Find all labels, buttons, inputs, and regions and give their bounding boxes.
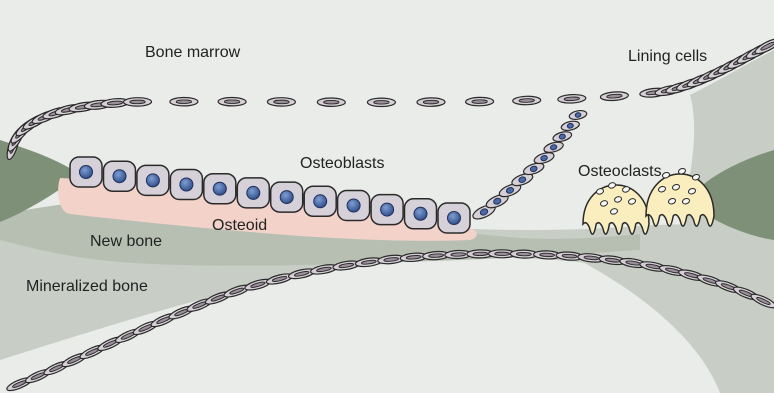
label-new-bone: New bone bbox=[90, 233, 162, 250]
label-bone-marrow: Bone marrow bbox=[145, 44, 241, 61]
osteoblast-cell bbox=[438, 203, 470, 233]
lining-cell bbox=[123, 98, 151, 107]
lining-cell bbox=[513, 96, 541, 105]
label-lining-cells: Lining cells bbox=[628, 48, 707, 65]
osteoblast-cell bbox=[338, 191, 370, 221]
lining-cell bbox=[466, 97, 494, 106]
lining-cell bbox=[417, 98, 445, 107]
label-osteoclasts: Osteoclasts bbox=[578, 163, 662, 180]
osteoblast-cell bbox=[271, 182, 303, 212]
osteoblast-cell bbox=[137, 165, 169, 195]
label-osteoid: Osteoid bbox=[212, 217, 267, 234]
osteoblast-cell bbox=[371, 195, 403, 225]
osteoblast-cell bbox=[405, 199, 437, 229]
lining-cell bbox=[267, 98, 295, 107]
osteoblast-cell bbox=[237, 178, 269, 208]
osteoblast-cell bbox=[170, 170, 202, 200]
label-osteoblasts: Osteoblasts bbox=[300, 155, 384, 172]
lining-cell bbox=[170, 97, 198, 105]
osteoblast-cell bbox=[304, 186, 336, 216]
osteoblast-cell bbox=[70, 157, 102, 187]
lining-cell bbox=[367, 98, 395, 106]
label-mineralized-bone: Mineralized bone bbox=[26, 278, 148, 295]
lining-cell bbox=[218, 97, 246, 105]
osteoblast-cell bbox=[104, 161, 136, 191]
lining-cell bbox=[317, 98, 345, 106]
osteoblast-cell bbox=[204, 174, 236, 204]
